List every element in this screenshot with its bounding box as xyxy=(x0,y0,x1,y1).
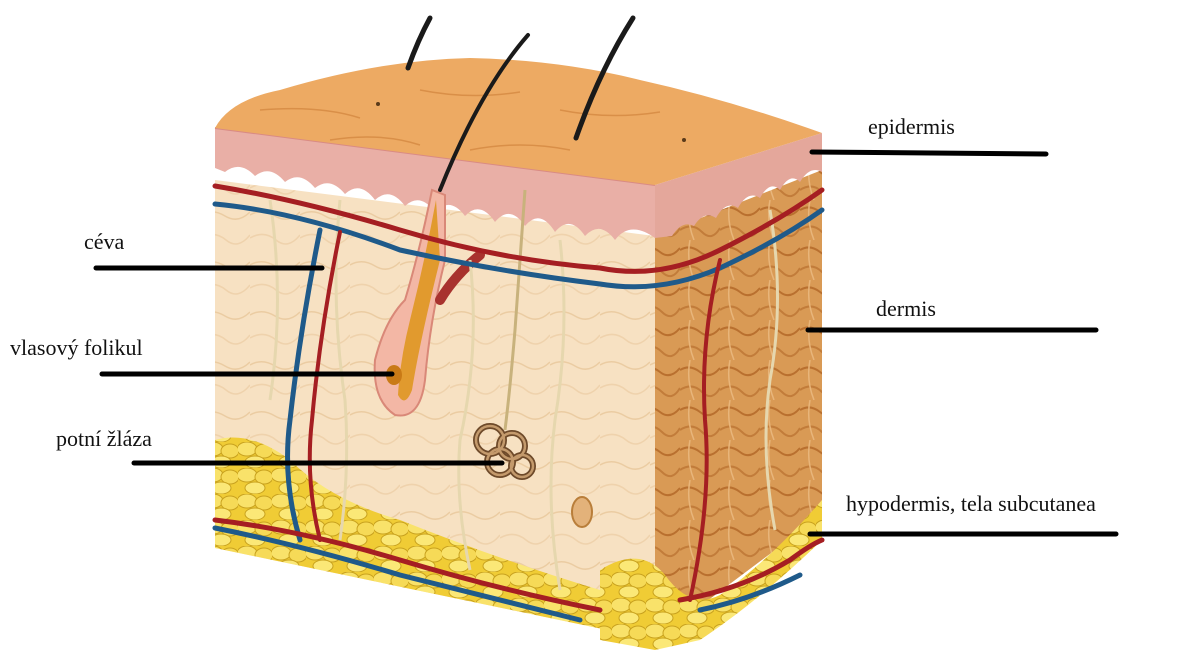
label-epidermis: epidermis xyxy=(868,116,955,138)
leader-epidermis xyxy=(812,152,1046,154)
label-hypodermis: hypodermis, tela subcutanea xyxy=(846,493,1096,515)
sensory-receptor xyxy=(572,497,592,527)
label-dermis: dermis xyxy=(876,298,936,320)
label-potni-zlaza: potní žláza xyxy=(56,428,152,450)
label-ceva: céva xyxy=(84,231,124,253)
label-vlasovy-folikul: vlasový folikul xyxy=(10,337,143,359)
